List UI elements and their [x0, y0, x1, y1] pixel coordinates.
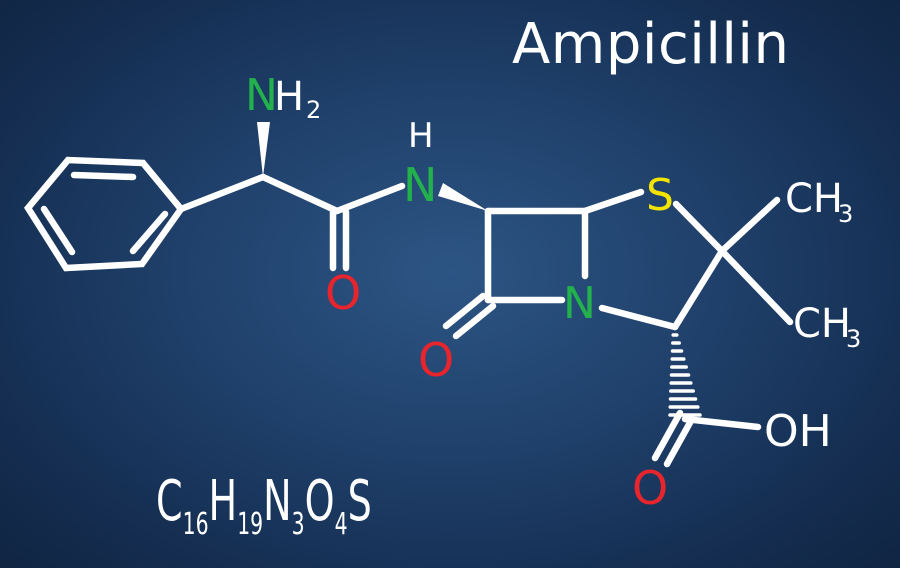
bond-phenyl-calpha	[177, 173, 267, 213]
bond-c5-s	[581, 188, 645, 215]
carboxyl-o-label: O	[632, 461, 668, 515]
methyl-1-ch-label: CH	[785, 176, 843, 222]
sulfur-label: S	[646, 170, 674, 221]
ring-n-label: N	[563, 278, 596, 329]
formula-element: S	[347, 469, 372, 534]
methyl-2-label: CH 3	[793, 301, 861, 353]
amine-sub-label: 2	[306, 96, 321, 124]
molecule-title: Ampicillin	[512, 12, 790, 77]
bond-lactam-co-1	[442, 292, 487, 330]
bond-c2-c3	[671, 247, 726, 331]
molecular-formula: C16H19N3O4S	[156, 474, 372, 540]
bond-carboxyl-co-1	[651, 409, 684, 462]
beta-lactam-o-label: O	[418, 333, 454, 387]
methyl-1-label: CH 3	[785, 176, 853, 228]
formula-subscript: 3	[291, 507, 305, 542]
bond-lactam-co-2	[452, 302, 497, 340]
bond-calpha-carbonyl	[259, 173, 341, 215]
bond-carbonyl-n	[333, 182, 406, 215]
bond-c2-methyl1	[718, 196, 781, 255]
methyl-1-sub-label: 3	[838, 200, 853, 228]
amide-h-label: H	[408, 116, 434, 156]
amine-h-label: H	[274, 74, 304, 120]
bond-n4-c3	[598, 304, 679, 331]
wedge-bond-amide-n	[438, 183, 488, 211]
bond-s-c2	[672, 200, 726, 255]
methyl-2-ch-label: CH	[793, 301, 851, 347]
formula-element: O	[304, 469, 335, 534]
formula-subscript: 19	[237, 507, 264, 542]
formula-subscript: 4	[334, 507, 348, 542]
hydroxyl-label: OH	[764, 406, 832, 457]
formula-subscript: 16	[182, 507, 209, 542]
amide-o-label: O	[325, 266, 361, 320]
hashed-wedge-bond-carboxyl	[668, 333, 702, 417]
bond-carboxyl-co-2	[663, 415, 696, 468]
benzene-ring	[23, 156, 186, 272]
formula-element: C	[156, 469, 183, 534]
bond-carboxyl-oh	[681, 415, 762, 431]
amine-label: N H 2	[245, 70, 321, 124]
formula-element: N	[263, 469, 292, 534]
methyl-2-sub-label: 3	[846, 325, 861, 353]
amide-n-label: N	[403, 158, 437, 212]
wedge-bond-amine	[257, 122, 270, 177]
amine-n-label: N	[245, 70, 278, 121]
formula-element: H	[208, 469, 238, 534]
amide-nh-label: H N	[403, 116, 437, 212]
bond-c2-methyl2	[718, 247, 794, 326]
